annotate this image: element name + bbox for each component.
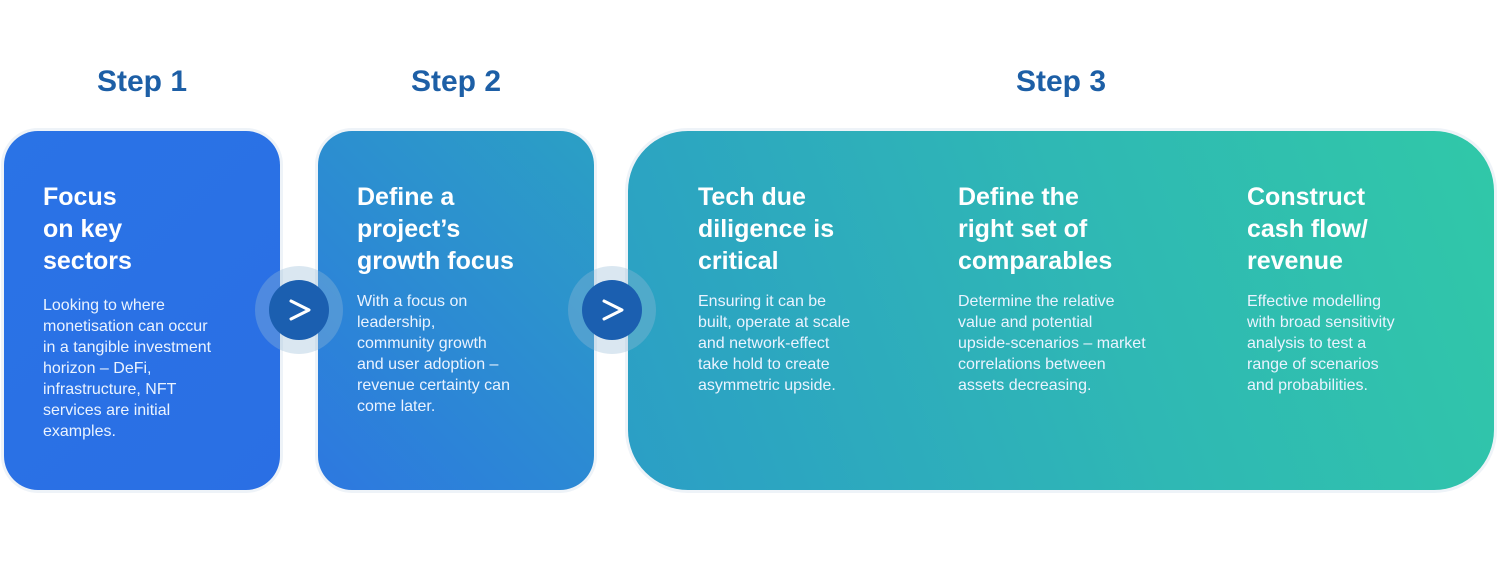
step-3-block-tech: Tech due diligence is critical Ensuring … — [698, 181, 908, 396]
step-3-cashflow-text: Effective modelling with broad sensitivi… — [1247, 293, 1395, 394]
arrow-connector-1 — [255, 266, 343, 354]
step-3-card: Tech due diligence is critical Ensuring … — [628, 131, 1494, 490]
step-3-block-cashflow: Construct cash flow/ revenue Effective m… — [1247, 181, 1467, 396]
step-2-card: Define a project’s growth focus With a f… — [318, 131, 594, 490]
step-1-heading: Step 1 — [96, 65, 188, 98]
step-2-heading: Step 2 — [410, 65, 502, 98]
arrow-circle-1 — [269, 280, 329, 340]
step-1-title: Focus on key sectors — [43, 183, 132, 275]
step-1-block: Focus on key sectors Looking to where mo… — [43, 181, 263, 442]
chevron-right-icon — [602, 299, 624, 321]
step-2-block: Define a project’s growth focus With a f… — [357, 181, 577, 417]
step-1-card: Focus on key sectors Looking to where mo… — [4, 131, 280, 490]
step-3-block-comparables: Define the right set of comparables Dete… — [958, 181, 1198, 396]
step-2-title: Define a project’s growth focus — [357, 183, 514, 275]
step-3-heading: Step 3 — [1015, 65, 1107, 98]
step-3-cashflow-title: Construct cash flow/ revenue — [1247, 183, 1368, 275]
step-2-text: With a focus on leadership, community gr… — [357, 293, 510, 415]
arrow-circle-2 — [582, 280, 642, 340]
step-3-tech-title: Tech due diligence is critical — [698, 183, 835, 275]
step-3-comparables-title: Define the right set of comparables — [958, 183, 1113, 275]
step-1-text: Looking to where monetisation can occur … — [43, 297, 212, 440]
arrow-connector-2 — [568, 266, 656, 354]
step-3-comparables-text: Determine the relative value and potenti… — [958, 293, 1146, 394]
chevron-right-icon — [289, 299, 311, 321]
step-3-tech-text: Ensuring it can be built, operate at sca… — [698, 293, 851, 394]
